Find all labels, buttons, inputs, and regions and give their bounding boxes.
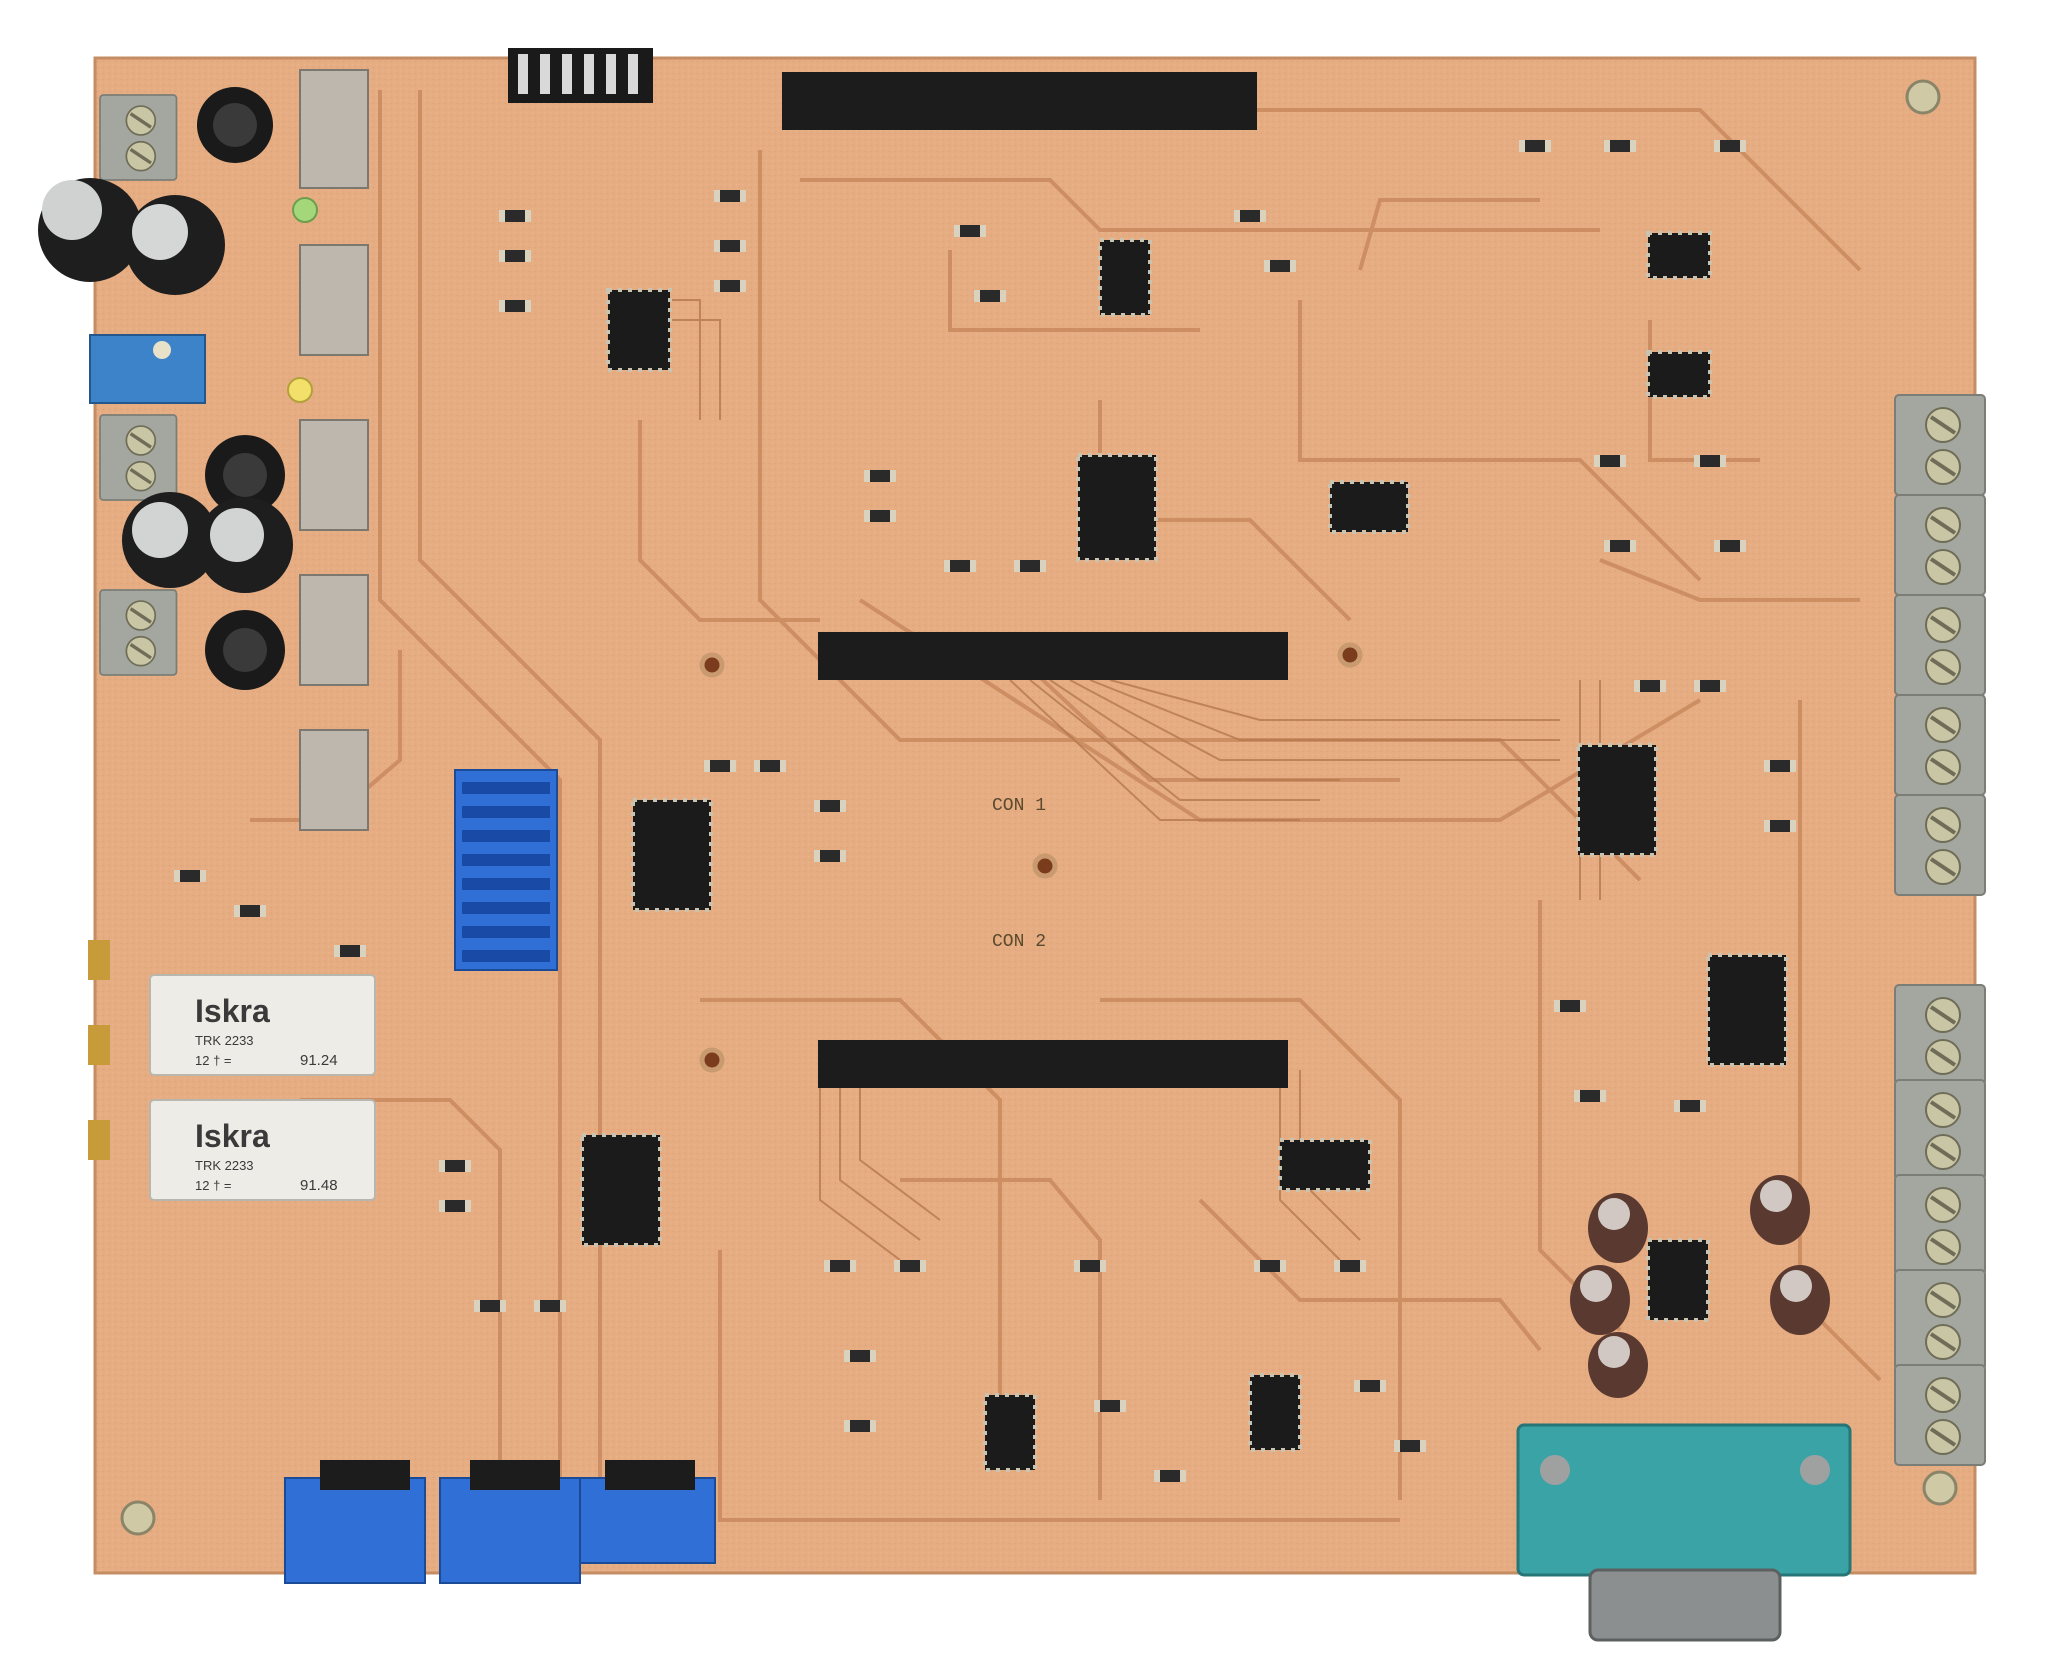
yellow-led	[287, 377, 313, 403]
relay-1-model: TRK 2233	[195, 1033, 254, 1048]
relay-1-brand: Iskra	[195, 993, 270, 1029]
relay-1-code: 91.24	[300, 1052, 338, 1069]
db9-connector	[1516, 1423, 1852, 1642]
relay-2-marking: 12 † =	[195, 1178, 232, 1193]
blue-trimmer	[89, 334, 206, 404]
silk-conn2: CON 2	[992, 932, 1046, 952]
voltage-regulators	[299, 69, 369, 831]
relay-pins	[88, 940, 110, 1160]
bottom-heatsinks	[284, 1460, 716, 1584]
green-led	[292, 197, 318, 223]
bottom-right-capacitors	[1570, 1175, 1830, 1398]
dip-switch	[454, 769, 558, 971]
relay-2	[149, 1099, 376, 1201]
relay-2-code: 91.48	[300, 1177, 338, 1194]
relay-1	[149, 974, 376, 1076]
electrolytic-capacitors	[38, 87, 293, 690]
pin-header-top-long	[782, 72, 1257, 130]
relay-2-model: TRK 2233	[195, 1158, 254, 1173]
pcb-board	[93, 56, 1977, 1575]
corner-screws	[120, 79, 1958, 1536]
relay-2-brand: Iskra	[195, 1118, 270, 1154]
mounting-holes	[699, 642, 1363, 1073]
ic-chips	[580, 231, 1788, 1472]
pin-header-lower	[818, 1040, 1288, 1088]
silk-conn1: CON 1	[992, 796, 1046, 816]
pin-header-middle	[818, 632, 1288, 680]
relay-1-marking: 12 † =	[195, 1053, 232, 1068]
pin-header-top-small	[508, 48, 653, 103]
